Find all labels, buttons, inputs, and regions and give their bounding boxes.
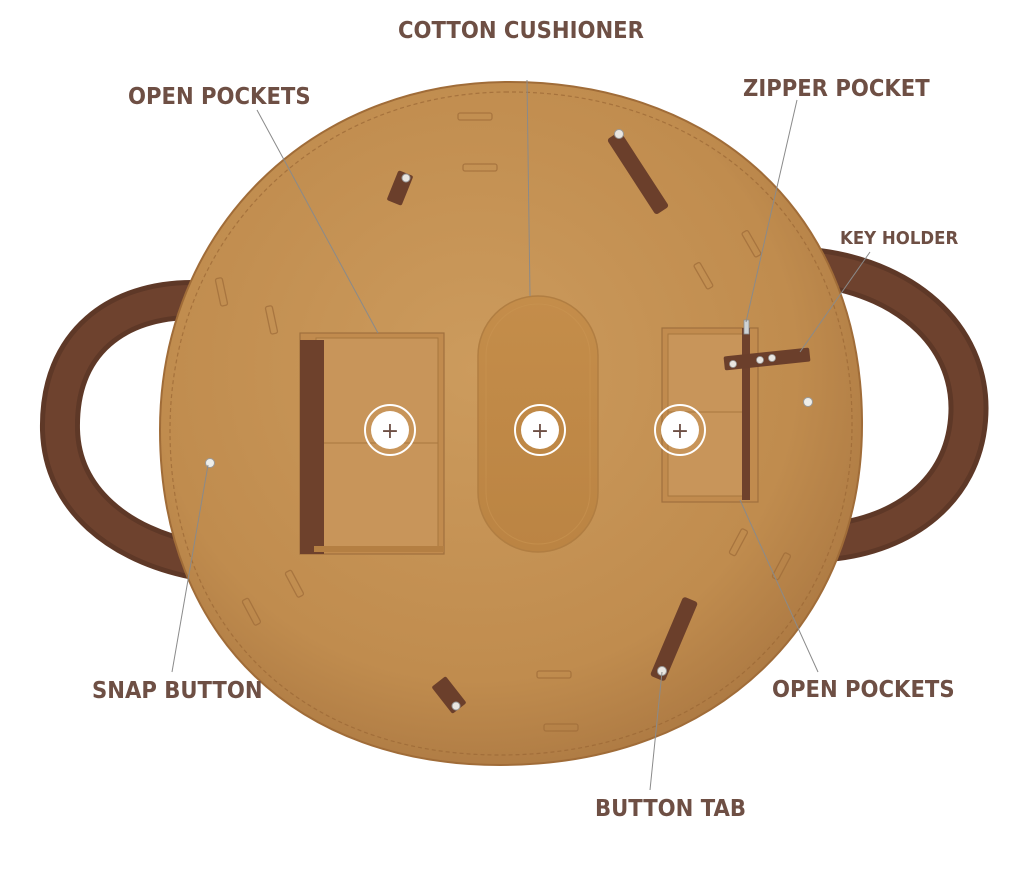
stitch-slots bbox=[214, 112, 792, 732]
open-pocket-left bbox=[299, 332, 445, 555]
label-key-holder: KEY HOLDER bbox=[840, 228, 959, 249]
label-cotton-cushioner: COTTON CUSHIONER bbox=[398, 18, 644, 44]
label-button-tab: BUTTON TAB bbox=[595, 796, 747, 822]
button-tab-top-right bbox=[607, 129, 669, 214]
snap-button-left bbox=[205, 458, 215, 468]
snap-button-right bbox=[803, 397, 813, 407]
left-handle bbox=[39, 280, 200, 580]
leader-lines bbox=[171, 79, 871, 791]
zipper-pocket-right bbox=[661, 319, 759, 503]
key-holder bbox=[723, 347, 811, 371]
hotspot-right-pocket[interactable]: + bbox=[654, 404, 706, 456]
plus-icon: + bbox=[531, 419, 549, 444]
right-handle bbox=[815, 248, 989, 562]
plus-icon: + bbox=[671, 419, 689, 444]
hotspot-left-pocket[interactable]: + bbox=[364, 404, 416, 456]
label-zipper-pocket: ZIPPER POCKET bbox=[743, 76, 930, 102]
label-open-pockets-right: OPEN POCKETS bbox=[772, 677, 955, 703]
button-tab-top-left bbox=[387, 170, 413, 206]
plus-icon: + bbox=[381, 419, 399, 444]
button-tab-bottom-left bbox=[432, 676, 466, 714]
hotspot-cushioner[interactable]: + bbox=[514, 404, 566, 456]
label-snap-button: SNAP BUTTON bbox=[92, 678, 263, 704]
label-open-pockets-left: OPEN POCKETS bbox=[128, 84, 311, 110]
